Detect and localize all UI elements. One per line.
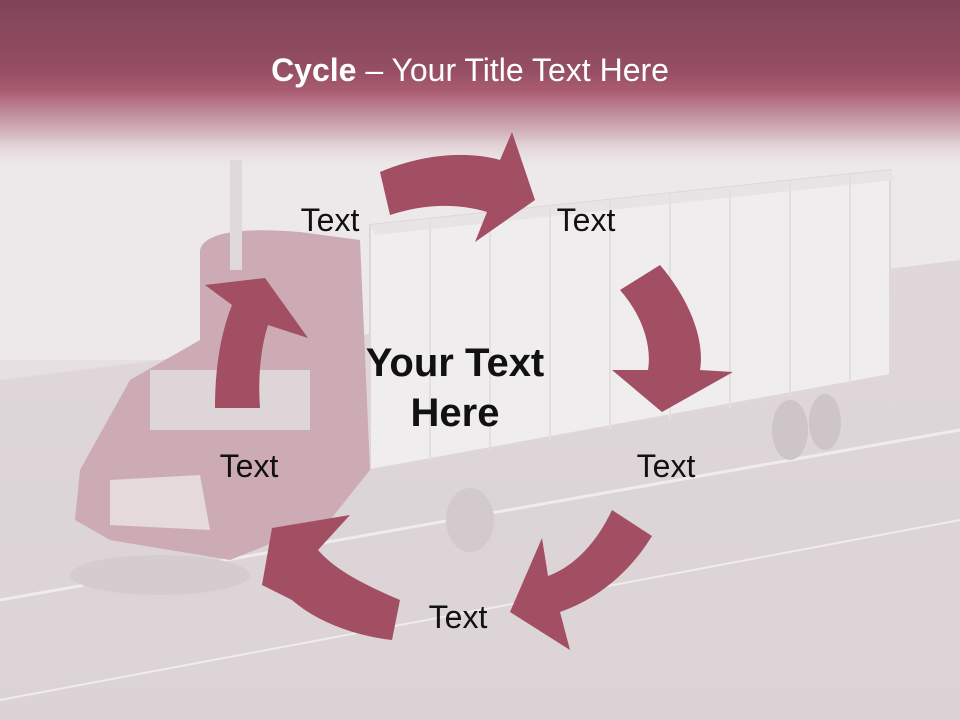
slide-title: Cycle – Your Title Text Here (0, 52, 940, 89)
title-rest: – Your Title Text Here (356, 52, 669, 88)
cycle-arrow-icon (380, 132, 535, 242)
title-bold: Cycle (271, 52, 357, 88)
cycle-node-4: Text (428, 599, 488, 635)
cycle-node-1: Text (300, 202, 360, 238)
cycle-arrow-icon (262, 515, 400, 640)
center-text: Your Text Here (365, 341, 545, 435)
cycle-node-2: Text (556, 202, 616, 238)
cycle-node-5: Text (219, 448, 279, 484)
cycle-arrow-icon (205, 278, 308, 408)
cycle-arrow-icon (510, 510, 652, 650)
cycle-node-3: Text (636, 448, 696, 484)
cycle-arrow-icon (612, 265, 733, 412)
